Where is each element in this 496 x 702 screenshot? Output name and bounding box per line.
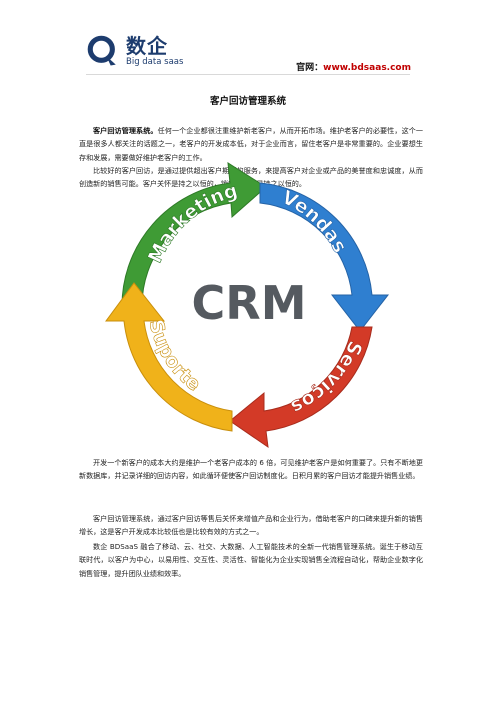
crm-cycle-diagram: Marketing Vendas Serviços Suporte CRM bbox=[105, 162, 390, 449]
crm-arrow-vendas bbox=[259, 182, 390, 332]
crm-label-servicos: Serviços bbox=[287, 337, 366, 418]
paragraph-intro: 客户回访管理系统。任何一个企业都很注重维护新老客户，从而开拓市场。维护老客户的必… bbox=[79, 124, 423, 164]
logo-chinese-name: 数企 bbox=[126, 33, 168, 58]
site-url-label: 官网： bbox=[296, 63, 324, 73]
document-title: 客户回访管理系统 bbox=[209, 96, 286, 107]
paragraph-system: 客户回访管理系统，通过客户回访等售后关怀来增值产品和企业行为，借助老客户的口碑来… bbox=[79, 514, 423, 537]
logo-q-icon bbox=[87, 35, 116, 66]
crm-arrow-marketing bbox=[121, 162, 267, 308]
site-url-link[interactable]: www.bdsaas.com bbox=[323, 63, 411, 73]
paragraph-revisit: 比较好的客户回访，是通过提供超出客户期望的服务，来提高客户对企业或产品的美誉度和… bbox=[79, 166, 423, 189]
paragraph-intro-lead: 客户回访管理系统。 bbox=[93, 126, 158, 135]
logo-text: 数企 Big data saas bbox=[126, 36, 183, 67]
paragraph-cost: 开发一个新客户的成本大约是维护一个老客户成本的 6 倍，可见维护老客户是如何重要… bbox=[79, 458, 423, 481]
site-url: 官网：www.bdsaas.com bbox=[296, 60, 411, 73]
crm-center-label: CRM bbox=[192, 276, 307, 330]
paragraph-intro-body: 任何一个企业都很注重维护新老客户，从而开拓市场。维护老客户的必要性，这个一直是很… bbox=[79, 126, 424, 162]
brand-logo[interactable]: 数企 Big data saas bbox=[86, 34, 183, 68]
crm-label-vendas: Vendas bbox=[278, 186, 351, 257]
header-divider bbox=[86, 74, 410, 75]
crm-arrow-suporte bbox=[105, 282, 233, 432]
crm-arrow-servicos bbox=[229, 326, 373, 449]
svg-text:Serviços: Serviços bbox=[287, 338, 366, 419]
svg-text:Vendas: Vendas bbox=[278, 186, 351, 256]
paragraph-bdsaas: 数企 BDSaaS 融合了移动、云、社交、大数据、人工智能技术的全新一代销售管理… bbox=[79, 542, 423, 578]
logo-english-name: Big data saas bbox=[126, 56, 184, 67]
